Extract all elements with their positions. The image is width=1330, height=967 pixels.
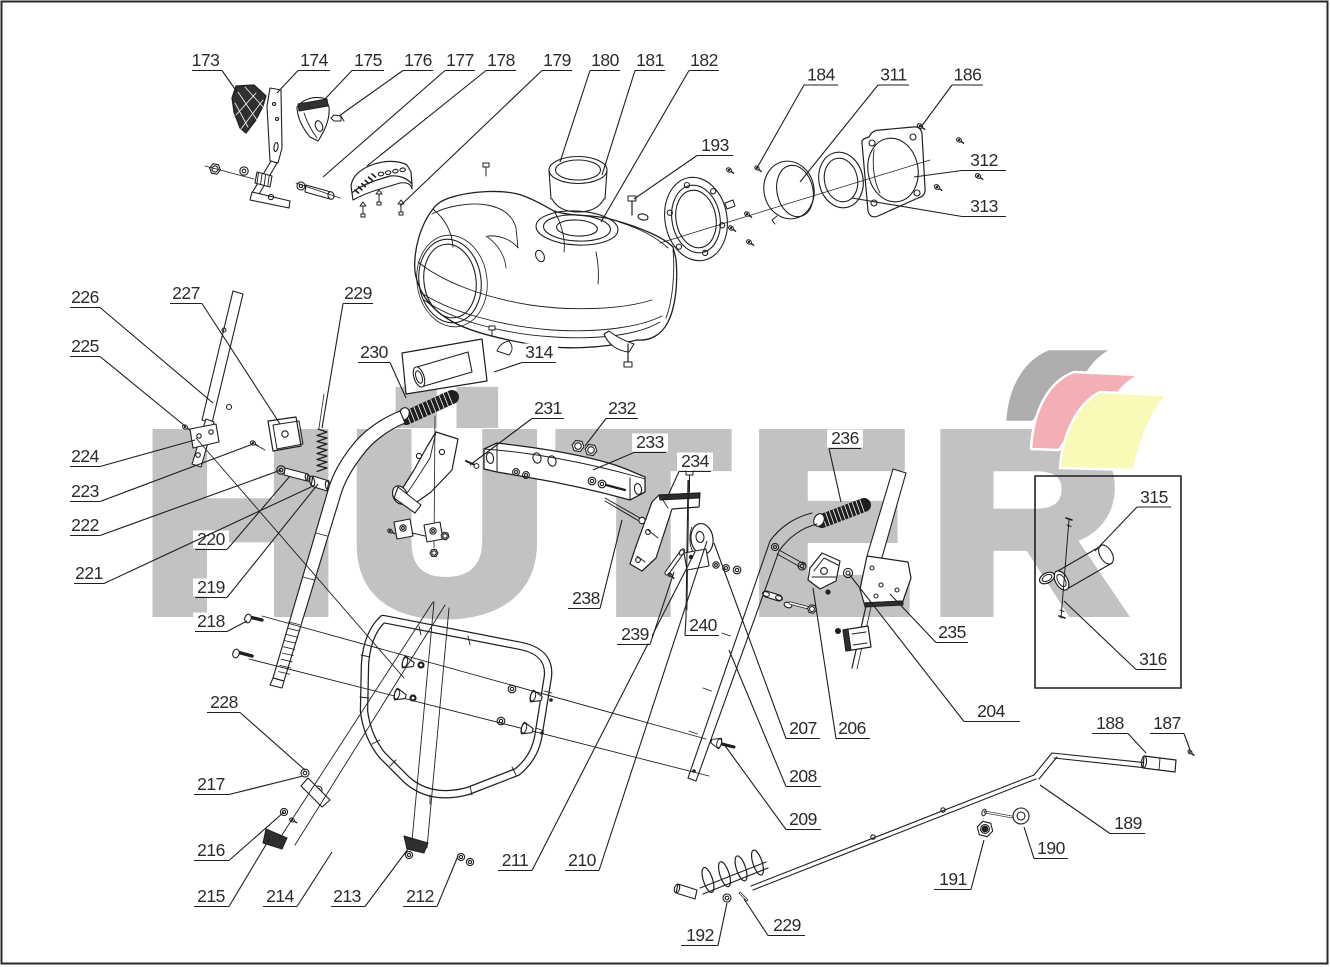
svg-text:209: 209 (789, 809, 817, 829)
svg-text:314: 314 (525, 342, 553, 362)
svg-text:221: 221 (75, 563, 103, 583)
svg-text:226: 226 (71, 287, 99, 307)
svg-text:220: 220 (197, 529, 225, 549)
svg-text:177: 177 (446, 50, 474, 70)
svg-text:213: 213 (333, 886, 361, 906)
svg-text:178: 178 (487, 50, 515, 70)
svg-text:232: 232 (608, 398, 636, 418)
svg-text:186: 186 (954, 65, 982, 85)
svg-text:192: 192 (686, 925, 714, 945)
svg-text:210: 210 (568, 850, 596, 870)
svg-text:311: 311 (880, 65, 906, 85)
svg-text:174: 174 (300, 50, 328, 70)
svg-text:215: 215 (197, 886, 225, 906)
svg-text:182: 182 (690, 50, 718, 70)
svg-text:H: H (142, 381, 339, 664)
svg-text:233: 233 (636, 432, 664, 452)
svg-text:240: 240 (689, 615, 717, 635)
svg-text:218: 218 (197, 611, 225, 631)
svg-text:315: 315 (1140, 487, 1168, 507)
svg-text:211: 211 (502, 850, 528, 870)
svg-text:187: 187 (1153, 713, 1181, 733)
svg-text:191: 191 (939, 869, 967, 889)
svg-text:312: 312 (970, 150, 998, 170)
svg-text:227: 227 (172, 283, 200, 303)
svg-text:229: 229 (344, 283, 372, 303)
svg-text:175: 175 (354, 50, 382, 70)
svg-text:235: 235 (938, 622, 966, 642)
svg-text:238: 238 (572, 588, 600, 608)
svg-text:225: 225 (71, 336, 99, 356)
svg-text:222: 222 (71, 515, 99, 535)
svg-text:228: 228 (210, 692, 238, 712)
svg-text:239: 239 (621, 624, 649, 644)
svg-text:216: 216 (197, 840, 225, 860)
svg-text:217: 217 (197, 774, 225, 794)
svg-text:180: 180 (591, 50, 619, 70)
svg-text:207: 207 (789, 718, 817, 738)
svg-text:176: 176 (404, 50, 432, 70)
svg-text:313: 313 (970, 196, 998, 216)
svg-text:214: 214 (266, 886, 294, 906)
svg-text:231: 231 (534, 398, 562, 418)
svg-text:184: 184 (807, 65, 835, 85)
svg-text:189: 189 (1114, 813, 1142, 833)
svg-text:212: 212 (406, 886, 434, 906)
svg-text:206: 206 (838, 718, 866, 738)
svg-text:229: 229 (773, 915, 801, 935)
svg-text:230: 230 (360, 342, 388, 362)
svg-text:188: 188 (1096, 713, 1124, 733)
svg-text:234: 234 (681, 451, 709, 471)
svg-text:190: 190 (1037, 838, 1065, 858)
svg-text:204: 204 (977, 701, 1005, 721)
svg-text:179: 179 (543, 50, 571, 70)
svg-text:224: 224 (71, 446, 99, 466)
svg-text:316: 316 (1139, 649, 1167, 669)
svg-text:223: 223 (71, 481, 99, 501)
svg-text:173: 173 (192, 50, 220, 70)
svg-text:193: 193 (701, 135, 729, 155)
svg-text:208: 208 (789, 766, 817, 786)
svg-text:219: 219 (197, 577, 225, 597)
svg-text:236: 236 (831, 428, 859, 448)
svg-text:181: 181 (636, 50, 664, 70)
